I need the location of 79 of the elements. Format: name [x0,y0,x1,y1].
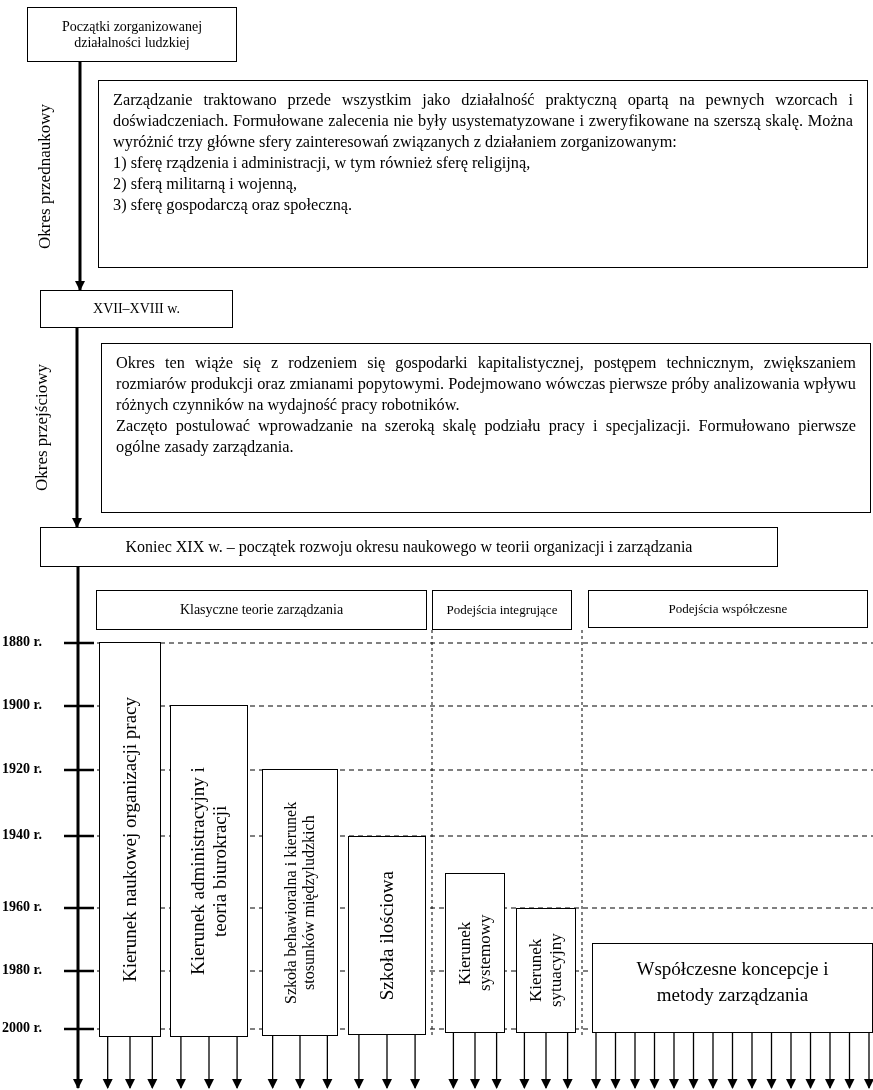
arrow [649,1032,660,1089]
bar-text: Szkoła ilościowa [376,870,398,1001]
arrow [470,1032,480,1089]
arrow [204,1036,214,1089]
arrow [267,1035,278,1089]
paragraph-text: 1) sferę rządzenia i administracji, w tym również sferę religijną, [113,152,532,173]
arrow [562,1032,573,1089]
period-bar [262,769,338,1036]
bar-text: Kierunek naukowej organizacji pracy [119,696,141,983]
period-bar [170,705,248,1037]
description-box [98,80,868,268]
edge-label: Okres przednaukowy [35,103,55,249]
year-label: 1920 r. [2,761,42,777]
arrow [322,1035,333,1089]
arrow [410,1034,421,1089]
paragraph-text: Okres ten wiąże się z rodzeniem się gospodarki kapitalistycznej, postępem technicznym, zwiększaniem rozmiarów produkcji oraz zmianami popytowymi. Podejmowano wówczas pierwsze próby analizowania wpływu różnych czynników na wydajność pracy robotników. [116,352,856,415]
arrow [73,567,83,1089]
arrow [75,62,85,291]
arrow [766,1032,777,1089]
arrow [353,1034,364,1089]
arrow [232,1036,243,1089]
category-box [588,590,868,628]
arrow [519,1032,530,1089]
box-text: Podejścia współczesne [668,601,788,617]
category-box [96,590,427,630]
period-bar [516,908,576,1033]
bar-text: Szkoła behawioralna i kierunek stosunków międzyludzkich [281,800,319,1006]
arrow [295,1035,305,1089]
arrow [147,1036,158,1089]
category-box [432,590,572,630]
arrow [541,1032,551,1089]
year-label: 1880 r. [2,634,42,650]
arrow [825,1032,835,1089]
year-label: 1900 r. [2,697,42,713]
arrow [805,1032,816,1089]
paragraph-text: Zarządzanie traktowano przede wszystkim jako działalność praktyczną opartą na pewnych wzorcach i doświadczeniach. Formułowane zalecenia nie były usystematyzowane i zweryfikowane na szerszą skalę. Można wyróżnić trzy główne sfery zainteresowań związanych z działaniem zorganizowanym: [113,89,853,152]
box-text: Podejścia integrujące [446,602,558,618]
year-label: 1980 r. [2,962,42,978]
arrow [448,1032,459,1089]
edge-label: Okres przejściowy [32,364,52,491]
bar-text: Współczesne koncepcje i metody zarządzania [635,957,830,1007]
arrow [382,1034,392,1089]
box-text: Początki zorganizowanej działalności ludzkiej [60,18,204,51]
arrow [125,1036,135,1089]
arrow [786,1032,796,1089]
paragraph-text: 3) sferę gospodarczą oraz społeczną. [113,194,354,215]
period-bar [348,836,426,1035]
year-label: 2000 r. [2,1020,42,1036]
bar-text: Kierunek sytuacyjny [526,932,566,1010]
period-bar [445,873,505,1033]
year-label: 1960 r. [2,899,42,915]
arrow [175,1036,186,1089]
arrow [844,1032,855,1089]
event-box [40,527,778,567]
box-text: XVII–XVIII w. [93,301,180,317]
event-box [40,290,233,328]
arrow [688,1032,699,1089]
paragraph-text: 2) sferą militarną i wojenną, [113,173,298,194]
arrow [864,1032,873,1089]
bar-text: Kierunek administracyjny i teoria biurokracji [187,766,231,977]
year-label: 1940 r. [2,827,42,843]
arrow [630,1032,640,1089]
box-text: Klasyczne teorie zarządzania [179,602,344,618]
arrow [591,1032,601,1089]
arrow [610,1032,621,1089]
description-box [101,343,871,513]
box-text: Koniec XIX w. – początek rozwoju okresu naukowego w teorii organizacji i zarządzania [125,538,693,556]
arrow [708,1032,718,1089]
arrow [72,328,82,528]
paragraph-text: Zaczęto postulować wprowadzanie na szeroką skalę podziału pracy i specjalizacji. Formułowano pierwsze ogólne zasady zarządzania. [116,415,856,457]
arrow [747,1032,757,1089]
bar-text: Kierunek systemowy [455,913,495,994]
arrow [727,1032,738,1089]
arrow [102,1036,113,1089]
event-box [27,7,237,62]
arrow [669,1032,679,1089]
period-bar [99,642,161,1037]
period-bar [592,943,873,1033]
arrow [491,1032,502,1089]
